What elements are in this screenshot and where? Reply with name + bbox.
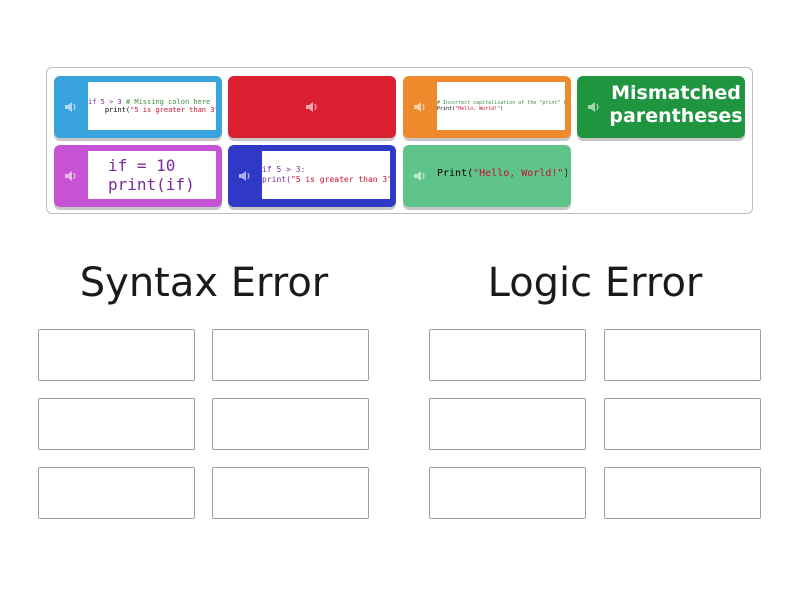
code-line: if 5 > 3 # Missing colon here — [88, 98, 216, 106]
code-token: ) — [500, 106, 504, 112]
card-code: if 5 > 3 # Missing colon here print("5 i… — [88, 82, 216, 130]
code-token: Print( — [437, 106, 456, 112]
code-token: if 5 > 3: — [262, 165, 306, 175]
logic-drop-slot[interactable] — [604, 398, 761, 450]
code-line: print("5 is greater than 3") — [262, 175, 390, 185]
code-line: if 5 > 3: — [262, 165, 390, 175]
card-code: Print("Hello, World!") — [437, 145, 567, 203]
code-token: "5 is greater than 3" — [290, 175, 390, 184]
card-code: # Incorrect capitalisation of the "print… — [437, 82, 565, 130]
code-token: # Incorrect capitalisation of the "print… — [437, 100, 565, 106]
answer-card-2[interactable] — [228, 76, 396, 138]
logic-drop-slot[interactable] — [429, 398, 586, 450]
code-token: "5 is greater than 3" — [130, 106, 216, 114]
code-token: ) — [563, 168, 567, 179]
syntax-error-heading: Syntax Error — [79, 260, 329, 306]
card-code: if 5 > 3:print("5 is greater than 3") — [262, 151, 390, 199]
logic-drop-slot[interactable] — [429, 467, 586, 519]
code-token: if = 10 — [108, 155, 176, 175]
syntax-drop-slot[interactable] — [38, 329, 195, 381]
code-line: Print("Hello, World!") — [437, 106, 565, 112]
answer-card-7[interactable]: Print("Hello, World!") — [403, 145, 571, 207]
code-token: Print( — [437, 168, 474, 179]
code-line: print(if) — [108, 175, 216, 194]
speaker-icon[interactable] — [228, 145, 262, 207]
code-token: if 5 > 3 — [88, 97, 126, 106]
syntax-drop-slot[interactable] — [212, 467, 369, 519]
code-line: Print("Hello, World!") — [437, 168, 567, 180]
code-token: # Missing colon here — [125, 97, 211, 106]
answer-card-4[interactable]: Mismatched parentheses — [577, 76, 745, 138]
speaker-icon[interactable] — [228, 76, 396, 138]
code-token: print( — [262, 175, 291, 184]
syntax-drop-slot[interactable] — [212, 398, 369, 450]
speaker-icon[interactable] — [54, 76, 88, 138]
code-token: print( — [88, 106, 131, 114]
code-token: print(if) — [108, 175, 195, 194]
logic-drop-slot[interactable] — [604, 329, 761, 381]
answer-card-1[interactable]: if 5 > 3 # Missing colon here print("5 i… — [54, 76, 222, 138]
speaker-icon[interactable] — [403, 145, 437, 207]
logic-drop-slot[interactable] — [604, 467, 761, 519]
code-line: print("5 is greater than 3") — [88, 106, 216, 114]
code-line: # Incorrect capitalisation of the "print… — [437, 100, 565, 106]
speaker-icon[interactable] — [54, 145, 88, 207]
syntax-drop-slot[interactable] — [38, 398, 195, 450]
logic-error-heading: Logic Error — [487, 260, 703, 306]
card-label: Mismatched parentheses — [609, 82, 743, 127]
answer-card-3[interactable]: # Incorrect capitalisation of the "print… — [403, 76, 571, 138]
answer-card-6[interactable]: if 5 > 3:print("5 is greater than 3") — [228, 145, 396, 207]
code-token: "Hello, World!" — [455, 106, 501, 112]
logic-drop-slot[interactable] — [429, 329, 586, 381]
speaker-icon[interactable] — [577, 76, 611, 138]
speaker-icon[interactable] — [403, 76, 437, 138]
code-line: if = 10 — [108, 156, 216, 175]
syntax-drop-slot[interactable] — [212, 329, 369, 381]
syntax-drop-slot[interactable] — [38, 467, 195, 519]
code-token: "Hello, World!" — [473, 168, 564, 179]
